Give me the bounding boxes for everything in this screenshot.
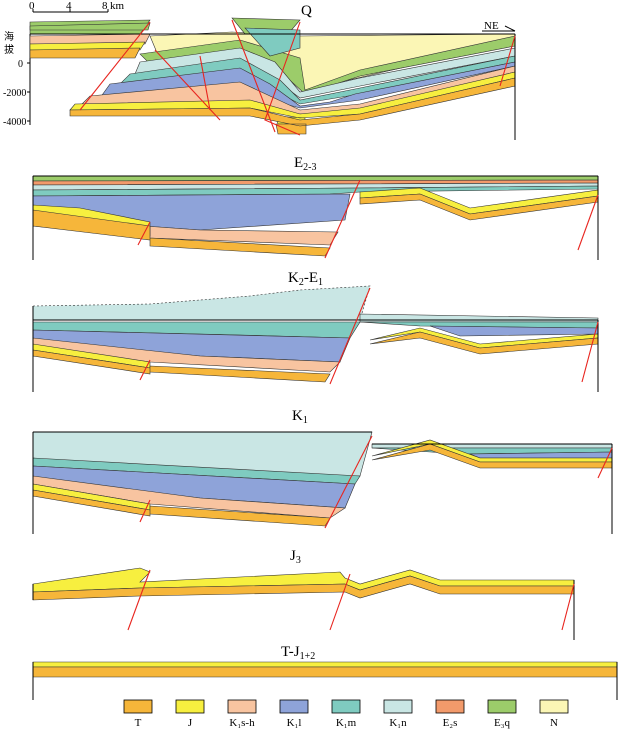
legend-label-K1s-h: K₁s-h <box>229 717 255 729</box>
orientation-arrow: NE <box>482 20 516 32</box>
section-title-j3: J3 <box>290 548 301 566</box>
section-title-q: Q <box>301 3 312 19</box>
j3-fault-3 <box>561 583 575 631</box>
legend-label-E3q: E₃q <box>494 717 511 729</box>
k1-fault-1 <box>324 435 373 529</box>
elevation-tick-2000: -2000 <box>3 88 26 99</box>
legend-item-J: J <box>175 699 205 729</box>
k2e1-fault-3 <box>581 321 599 383</box>
legend-item-N: N <box>539 699 569 729</box>
legend-swatch-K1n <box>383 699 413 714</box>
elevation-tick-0: 0 <box>18 59 23 70</box>
legend-swatch-N <box>539 699 569 714</box>
legend-item-T: T <box>123 699 153 729</box>
legend-swatch-J <box>175 699 205 714</box>
section-title-k1: K1 <box>292 408 308 426</box>
scale-tick-4: 4 <box>66 0 72 12</box>
k1-fault-3 <box>597 447 613 479</box>
scale-tick-0: 0 <box>29 0 35 12</box>
q-fault-3 <box>199 55 211 111</box>
legend-item-K1m: K₁m <box>331 699 361 729</box>
section-tj: T-J1+2 <box>32 644 618 700</box>
k1-fault-2 <box>139 499 151 523</box>
e23-fault-3 <box>577 194 599 251</box>
elevation-tick-4000: -4000 <box>3 117 26 128</box>
legend-label-N: N <box>550 717 558 729</box>
section-title-e23: E2-3 <box>294 155 317 173</box>
legend-label-E2s: E₂s <box>443 717 458 729</box>
section-q: 0 4 8 km 海 拔 0 -2000 -4000 Q NE <box>3 0 516 140</box>
legend-swatch-K1l <box>279 699 309 714</box>
q-fault-5 <box>264 21 301 136</box>
legend-swatch-T <box>123 699 153 714</box>
legend-swatch-K1s-h <box>227 699 257 714</box>
legend-label-K1m: K₁m <box>336 717 357 729</box>
legend-label-J: J <box>188 717 193 729</box>
legend-swatch-E2s <box>435 699 465 714</box>
scale-bar: 0 4 8 km <box>29 0 125 13</box>
j3-fault-1 <box>127 569 151 631</box>
elevation-title-bottom: 拔 <box>4 43 14 56</box>
legend-item-K1n: K₁n <box>383 699 413 729</box>
legend-swatch-K1m <box>331 699 361 714</box>
legend-label-T: T <box>135 717 142 729</box>
q-fault-1 <box>79 21 151 111</box>
legend-item-K1s-h: K₁s-h <box>227 699 257 729</box>
j3-fault-2 <box>329 573 351 631</box>
legend-item-K1l: K₁l <box>279 699 309 729</box>
e23-fault-2 <box>137 221 151 246</box>
legend: T J K₁s-h K₁l K₁m K₁n E₂s E₃q N <box>123 699 569 729</box>
legend-label-K1n: K₁n <box>389 717 407 729</box>
section-j3: J3 <box>32 548 575 640</box>
e23-fault-1 <box>324 179 361 259</box>
legend-item-E3q: E₃q <box>487 699 517 729</box>
elevation-title-top: 海 <box>4 30 14 43</box>
section-k1: K1 <box>32 408 613 534</box>
section-e23: E2-3 <box>32 155 599 260</box>
k2e1-fault-2 <box>139 359 151 381</box>
scale-unit: km <box>110 0 125 12</box>
q-fault-6 <box>499 35 516 87</box>
section-title-k2e1: K2-E1 <box>288 270 323 288</box>
k2e1-fault-1 <box>329 287 371 385</box>
scale-tick-8: 8 <box>102 0 108 12</box>
legend-label-K1l: K₁l <box>287 717 302 729</box>
section-title-tj: T-J1+2 <box>281 644 315 662</box>
section-k2e1: K2-E1 <box>32 270 599 392</box>
legend-item-E2s: E₂s <box>435 699 465 729</box>
orientation-label: NE <box>484 20 499 32</box>
legend-swatch-E3q <box>487 699 517 714</box>
